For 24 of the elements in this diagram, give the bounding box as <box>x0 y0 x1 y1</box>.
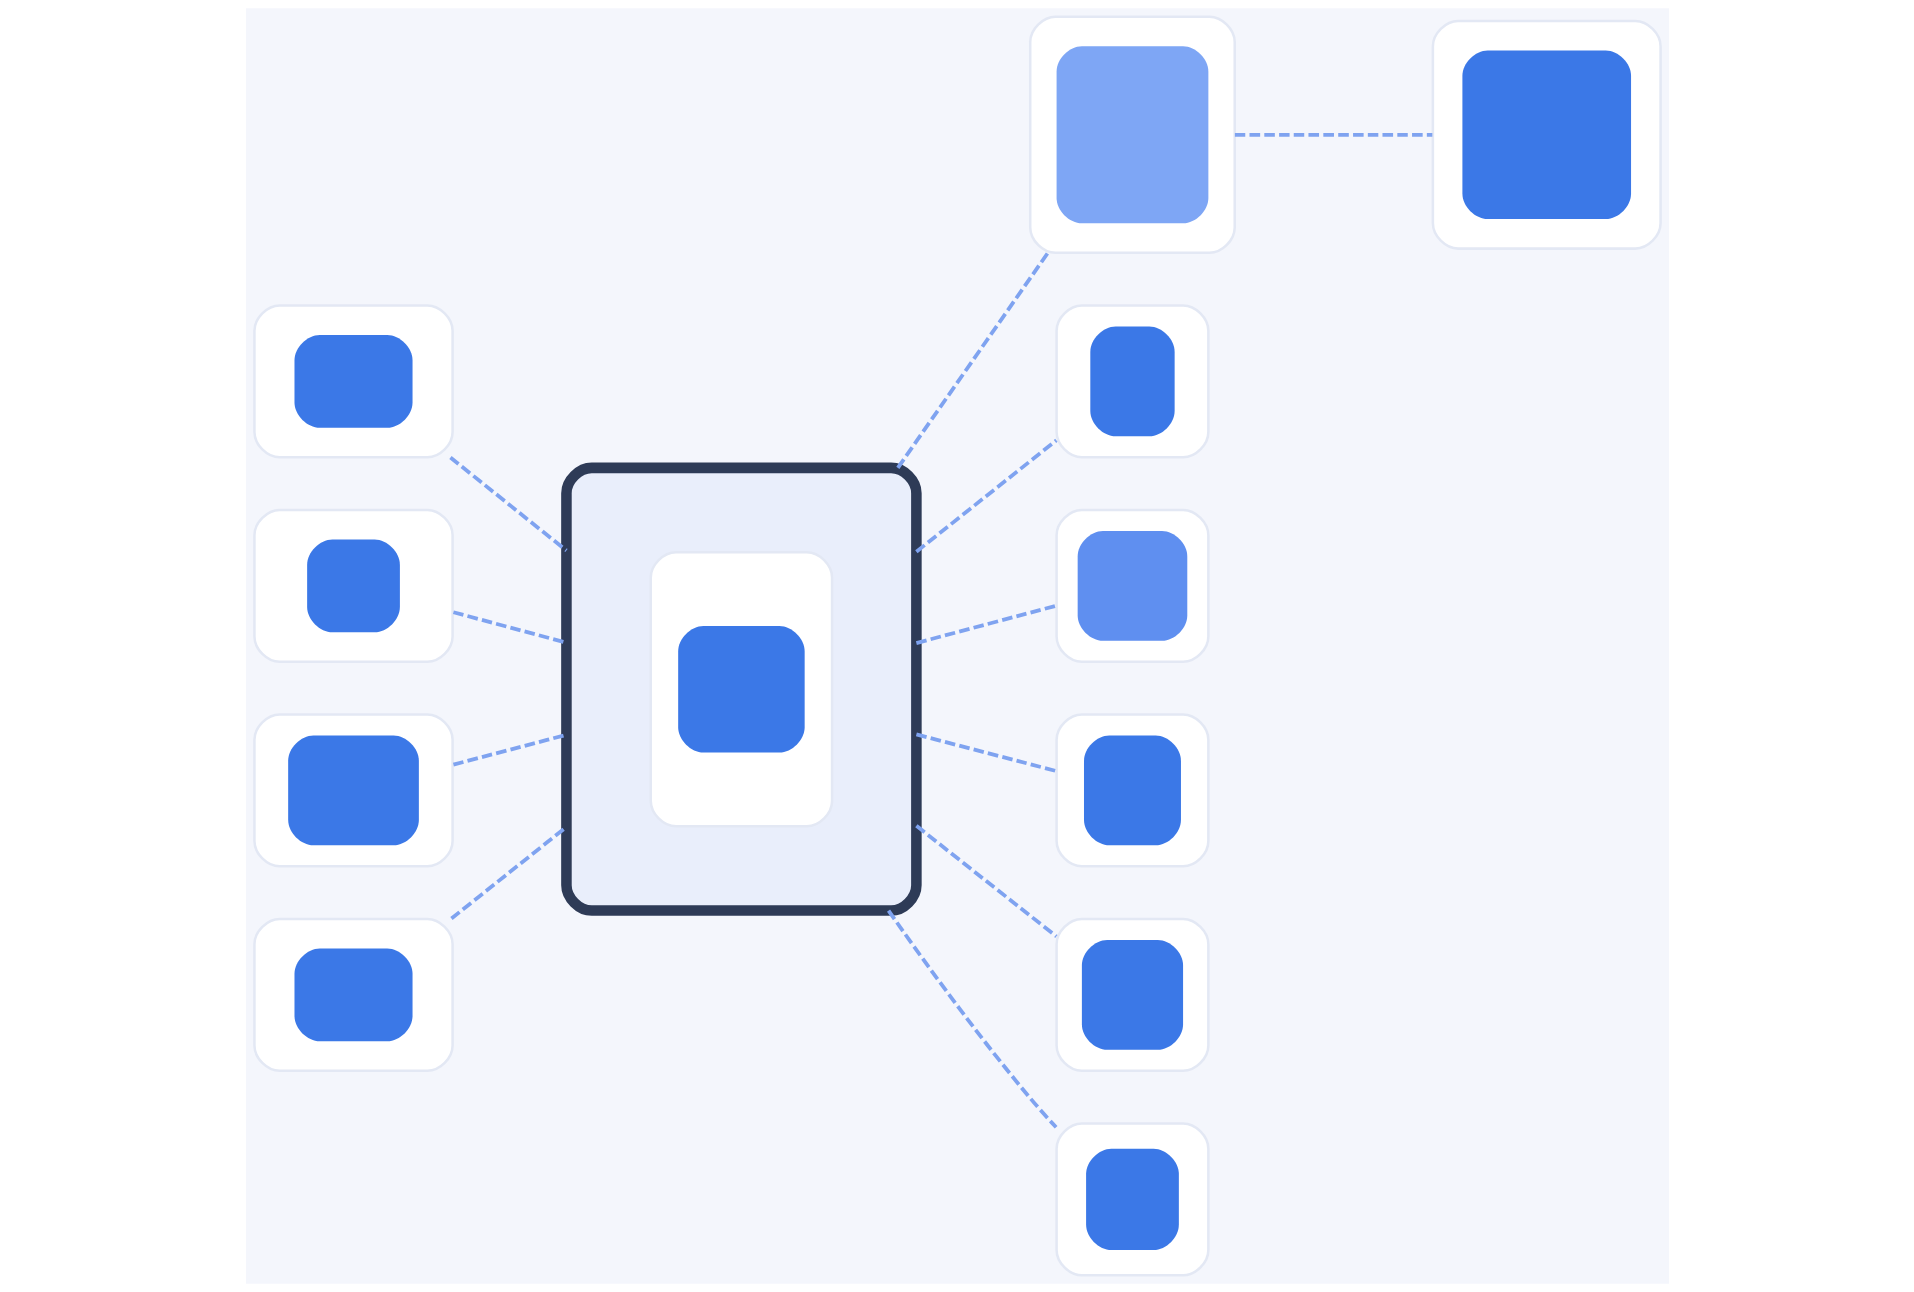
node-picture <box>1028 15 1236 255</box>
node-picture <box>1054 304 1210 459</box>
connector <box>448 456 568 552</box>
connector <box>914 824 1057 938</box>
connector <box>895 251 1049 469</box>
node-picture <box>649 550 833 828</box>
node-picture <box>1431 19 1662 250</box>
node-picture <box>252 713 454 868</box>
connector <box>915 732 1057 773</box>
connector <box>452 733 567 767</box>
connector <box>449 825 568 921</box>
cluster <box>560 462 922 916</box>
connector <box>1234 132 1432 137</box>
node-picture <box>252 304 454 459</box>
connector <box>886 909 1057 1129</box>
connector <box>914 438 1057 554</box>
node-picture <box>252 917 454 1073</box>
node-picture <box>1054 917 1210 1073</box>
connector <box>452 610 567 645</box>
node-picture <box>1054 1122 1210 1277</box>
node-picture <box>252 508 454 664</box>
node-picture <box>1054 713 1210 868</box>
node-picture <box>1054 508 1210 664</box>
connector <box>915 603 1057 645</box>
